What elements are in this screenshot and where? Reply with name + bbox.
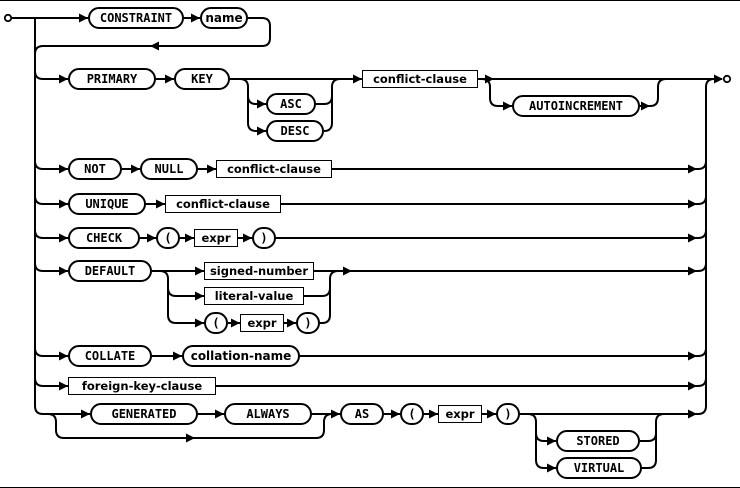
token-collation-name: collation-name (182, 345, 300, 367)
nonterminal-conflict-clause-1[interactable]: conflict-clause (362, 70, 478, 88)
keyword-collate: COLLATE (68, 345, 152, 367)
close-paren-check: ) (252, 227, 276, 249)
keyword-generated: GENERATED (90, 403, 198, 425)
close-paren-default: ) (296, 312, 320, 334)
nonterminal-foreign-key-clause[interactable]: foreign-key-clause (68, 377, 216, 395)
keyword-null: NULL (140, 158, 198, 180)
keyword-autoincrement: AUTOINCREMENT (512, 95, 640, 117)
keyword-check: CHECK (68, 227, 140, 249)
nonterminal-expr-check[interactable]: expr (194, 229, 238, 247)
nonterminal-literal-value[interactable]: literal-value (204, 287, 304, 305)
keyword-asc: ASC (266, 93, 316, 115)
exit-point (722, 74, 732, 84)
token-name: name (200, 7, 248, 29)
nonterminal-conflict-clause-2[interactable]: conflict-clause (216, 160, 332, 178)
keyword-not: NOT (68, 158, 122, 180)
open-paren-default: ( (204, 312, 228, 334)
open-paren-check: ( (156, 227, 180, 249)
keyword-desc: DESC (266, 120, 324, 142)
keyword-default: DEFAULT (68, 260, 152, 282)
keyword-constraint: CONSTRAINT (88, 7, 184, 29)
close-paren-generated: ) (496, 403, 520, 425)
nonterminal-expr-default[interactable]: expr (240, 314, 284, 332)
nonterminal-signed-number[interactable]: signed-number (204, 262, 314, 280)
keyword-unique: UNIQUE (68, 193, 146, 215)
entry-point (3, 13, 13, 23)
open-paren-generated: ( (400, 403, 424, 425)
keyword-stored: STORED (556, 430, 640, 452)
keyword-as: AS (340, 403, 384, 425)
keyword-always: ALWAYS (224, 403, 312, 425)
keyword-virtual: VIRTUAL (556, 457, 642, 479)
arrowheads (59, 13, 723, 473)
nonterminal-expr-generated[interactable]: expr (438, 405, 482, 423)
keyword-primary: PRIMARY (68, 68, 156, 90)
nonterminal-conflict-clause-3[interactable]: conflict-clause (165, 195, 281, 213)
keyword-key: KEY (174, 68, 230, 90)
